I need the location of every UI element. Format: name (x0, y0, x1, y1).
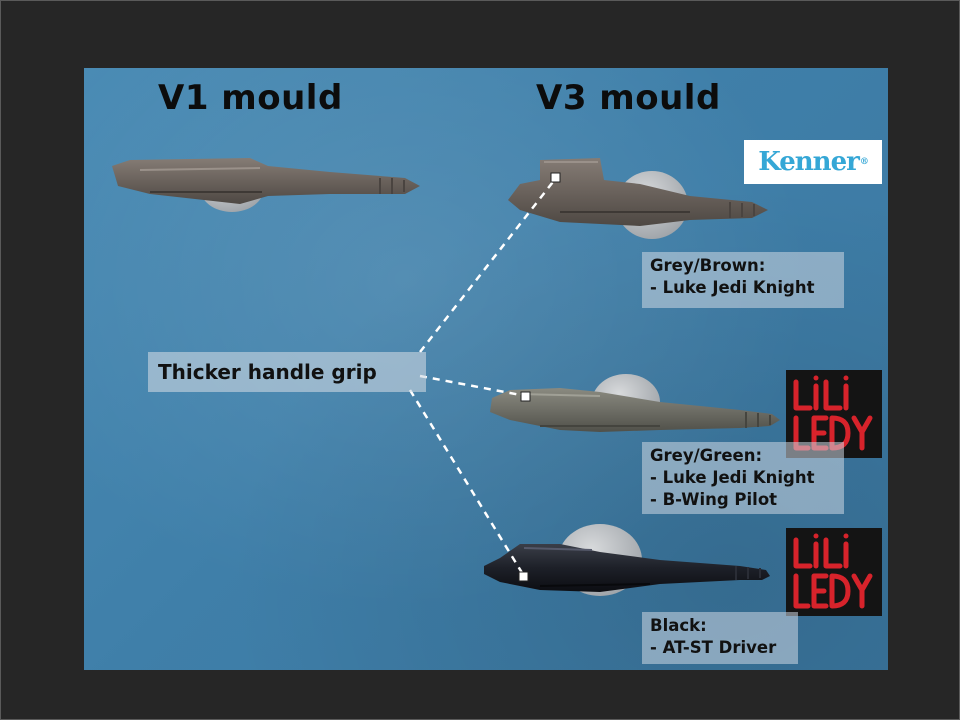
heading-v3-mould: V3 mould (536, 78, 721, 118)
label-black: Black: - AT-ST Driver (642, 612, 798, 664)
callout-lines (408, 177, 557, 577)
label-black-title: Black: (650, 616, 707, 635)
label-black-item: - AT-ST Driver (650, 638, 777, 657)
label-grey-brown: Grey/Brown: - Luke Jedi Knight (642, 252, 844, 308)
lili-ledy-logo-2 (786, 528, 882, 616)
label-grey-green-item-1: - Luke Jedi Knight (650, 468, 815, 487)
label-grey-brown-title: Grey/Brown: (650, 256, 766, 275)
heading-v1-mould: V1 mould (158, 78, 343, 118)
label-grey-green: Grey/Green: - Luke Jedi Knight - B-Wing … (642, 442, 844, 514)
label-grey-green-title: Grey/Green: (650, 446, 763, 465)
callout-endpoints (518, 172, 561, 582)
lili-ledy-logo-graphic (793, 533, 873, 609)
label-grey-green-item-2: - B-Wing Pilot (650, 490, 778, 509)
v3-lightsaber-black (484, 524, 770, 596)
v1-lightsaber (112, 158, 420, 212)
label-grey-brown-item: - Luke Jedi Knight (650, 278, 815, 297)
callout-thicker-handle-grip: Thicker handle grip (148, 352, 426, 392)
v3-lightsaber-grey-green (490, 374, 780, 432)
kenner-logo-text: Kenner (758, 147, 860, 177)
v3-lightsaber-grey-brown (508, 158, 768, 239)
kenner-logo: Kenner® (744, 140, 882, 184)
